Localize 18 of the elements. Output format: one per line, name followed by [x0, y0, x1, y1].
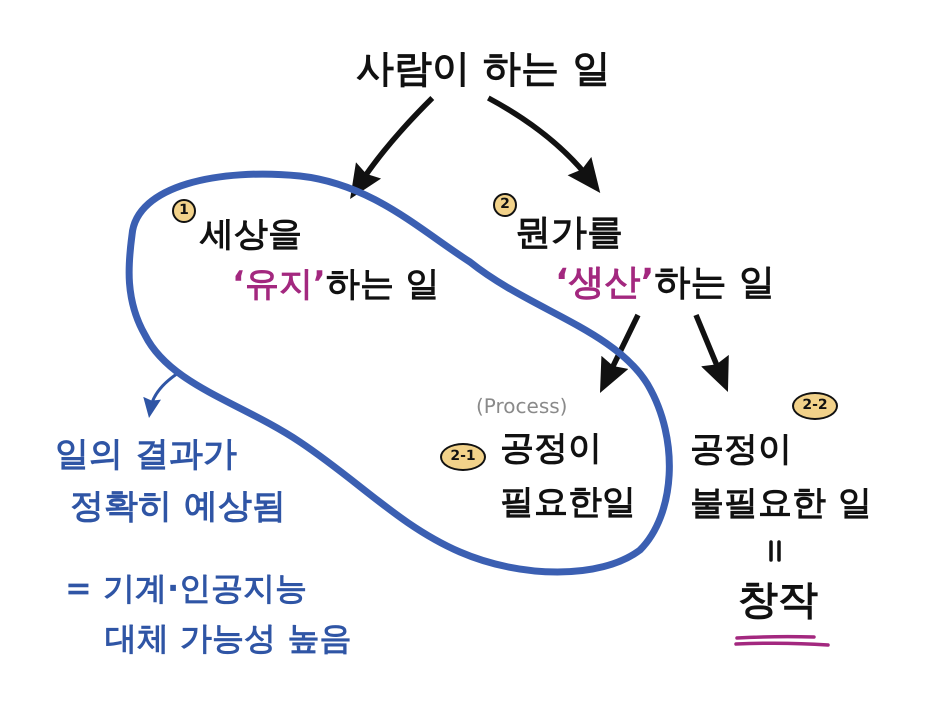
keyword-text: 창작 — [738, 576, 818, 625]
annotation-text: 일의 결과가 정확히 예상됨 — [55, 433, 287, 528]
arrow — [486, 96, 600, 193]
number-badge: 2 — [493, 193, 517, 217]
arrow — [693, 314, 729, 392]
category-label: 뭔가를 ‘생산’하는 일 — [515, 211, 776, 305]
category-label: 공정이 필요한일 — [500, 427, 637, 524]
arrow — [350, 96, 434, 199]
number-badge: 2-2 — [792, 392, 838, 420]
heading-text: 사람이 하는 일 — [356, 45, 610, 92]
arrow — [144, 372, 179, 418]
number-badge: 1 — [172, 199, 196, 223]
category-label: 세상을 ‘유지’하는 일 — [200, 213, 441, 306]
category-label: 공정이 불필요한 일 — [690, 428, 873, 525]
note-text: (Process) — [476, 393, 568, 419]
number-badge: 2-1 — [440, 443, 486, 471]
arrow — [600, 314, 640, 393]
annotation-text: = 기계·인공지능 대체 가능성 높음 — [65, 568, 352, 659]
